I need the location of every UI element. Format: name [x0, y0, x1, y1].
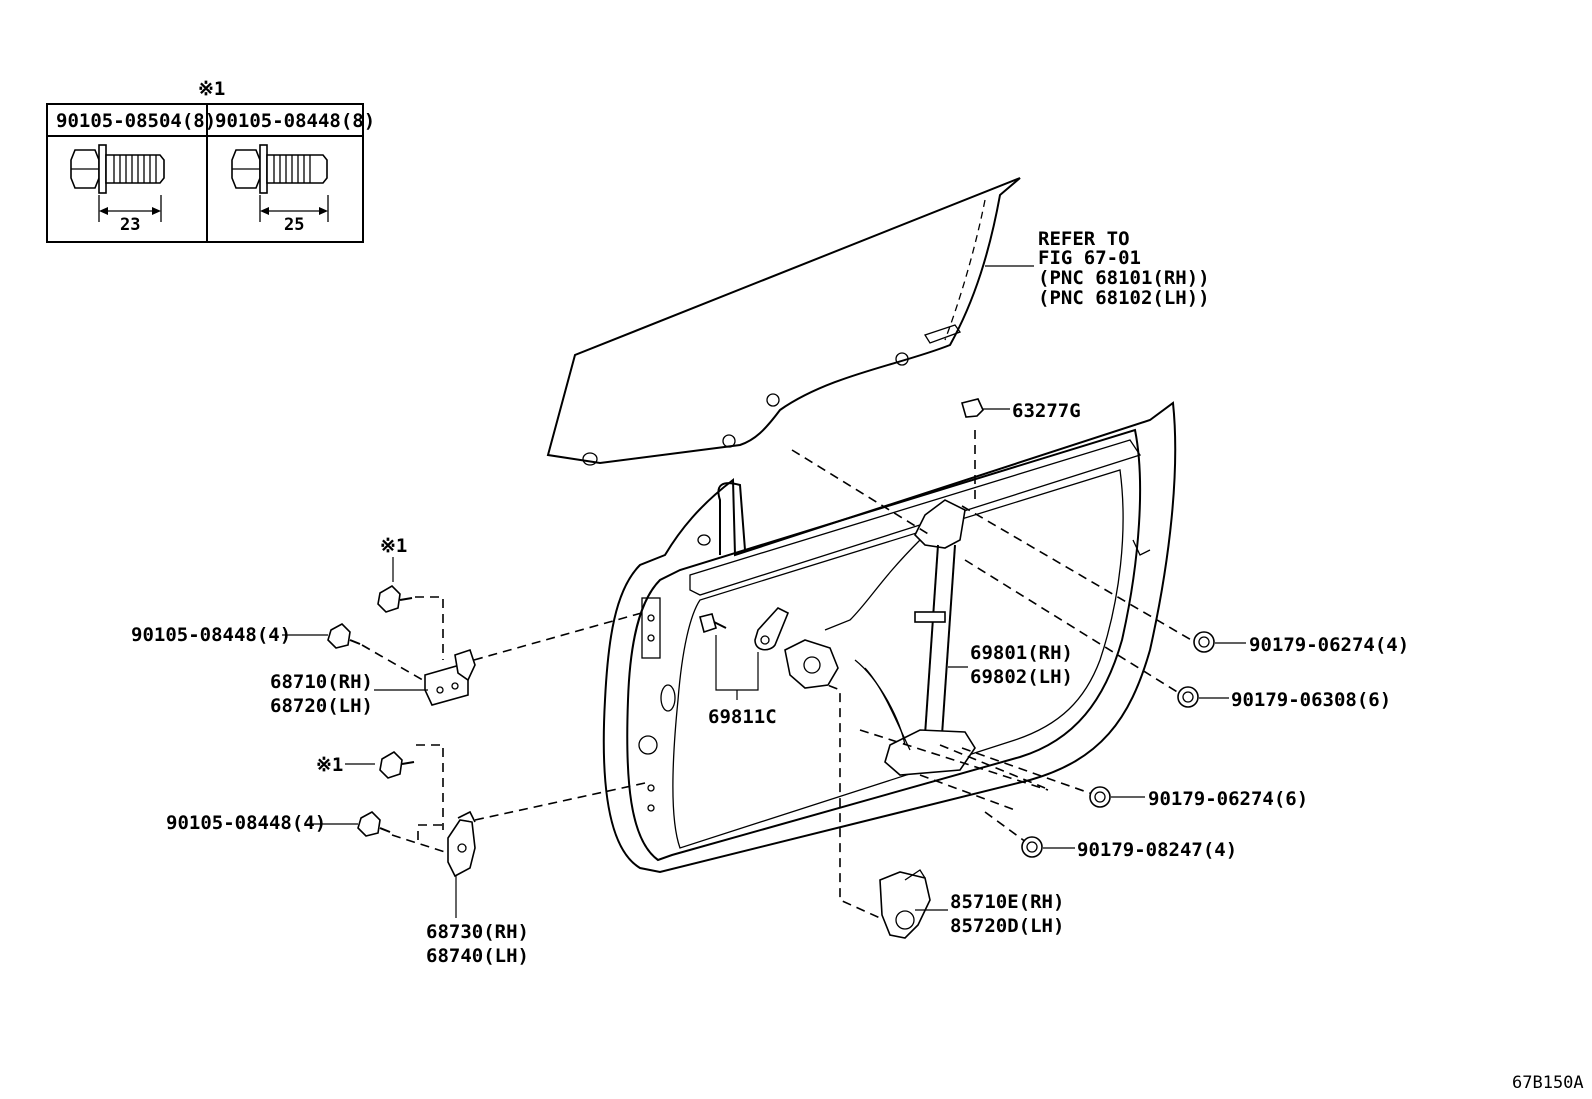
label-90179-06308-6: 90179-06308(6) — [1231, 689, 1391, 711]
table-length-1: 23 — [120, 215, 140, 235]
label-68730-rh: 68730(RH) — [426, 921, 529, 943]
mark-upper: ※1 — [380, 535, 407, 557]
table-part-no-2: 90105-08448(8) — [215, 110, 375, 132]
hinge-bolt-icon — [357, 811, 391, 837]
window-reference-note: REFER TO FIG 67-01 (PNC 68101(RH)) (PNC … — [1038, 228, 1210, 309]
label-90105-08448-4-upper: 90105-08448(4) — [131, 624, 291, 646]
stopper-bracket-icon — [754, 607, 790, 651]
nut-icon — [1193, 631, 1215, 653]
label-90179-06274-4: 90179-06274(4) — [1249, 634, 1409, 656]
clip-63277g-icon — [961, 398, 984, 418]
window-regulator — [824, 499, 976, 776]
label-85720d-lh: 85720D(LH) — [950, 915, 1064, 937]
nut-icon — [1089, 786, 1111, 808]
label-68710-rh: 68710(RH) — [270, 671, 373, 693]
label-85710e-rh: 85710E(RH) — [950, 891, 1064, 913]
label-90179-06274-6: 90179-06274(6) — [1148, 788, 1308, 810]
stopper-bolt-icon — [699, 613, 727, 634]
table-part-no-1: 90105-08504(8) — [56, 110, 216, 132]
label-69802-lh: 69802(LH) — [970, 666, 1073, 688]
regulator-motor-icon — [784, 639, 931, 939]
label-90105-08448-4-lower: 90105-08448(4) — [166, 812, 326, 834]
fastener-table: ※1 90105-08504(8) 90105-08448(8) 23 — [46, 78, 375, 243]
door-panel — [602, 401, 1177, 874]
flange-bolt-icon — [231, 144, 329, 222]
hinge-bolt-icon — [377, 584, 413, 613]
door-glass — [546, 177, 1034, 466]
label-90179-08247-4: 90179-08247(4) — [1077, 839, 1237, 861]
label-68740-lh: 68740(LH) — [426, 945, 529, 967]
upper-hinge-icon — [424, 648, 476, 706]
figure-code: 67B150A — [1512, 1073, 1584, 1093]
flange-bolt-icon — [70, 144, 165, 222]
label-69811c: 69811C — [708, 706, 777, 728]
window-ref-line2: FIG 67-01 — [1038, 247, 1141, 269]
table-note-mark: ※1 — [198, 78, 225, 100]
hinge-bolt-icon — [327, 623, 361, 649]
label-63277g: 63277G — [1012, 400, 1081, 422]
nut-icon — [1021, 836, 1043, 858]
lower-hinge-icon — [447, 810, 476, 878]
label-69801-rh: 69801(RH) — [970, 642, 1073, 664]
label-68720-lh: 68720(LH) — [270, 695, 373, 717]
window-ref-line1: REFER TO — [1038, 228, 1130, 250]
nut-icon — [1177, 686, 1199, 708]
table-length-2: 25 — [284, 215, 304, 235]
window-ref-line3: (PNC 68101(RH)) — [1038, 267, 1210, 289]
hinge-bolt-icon — [379, 750, 415, 779]
mark-lower: ※1 — [316, 754, 343, 776]
window-ref-line4: (PNC 68102(LH)) — [1038, 287, 1210, 309]
